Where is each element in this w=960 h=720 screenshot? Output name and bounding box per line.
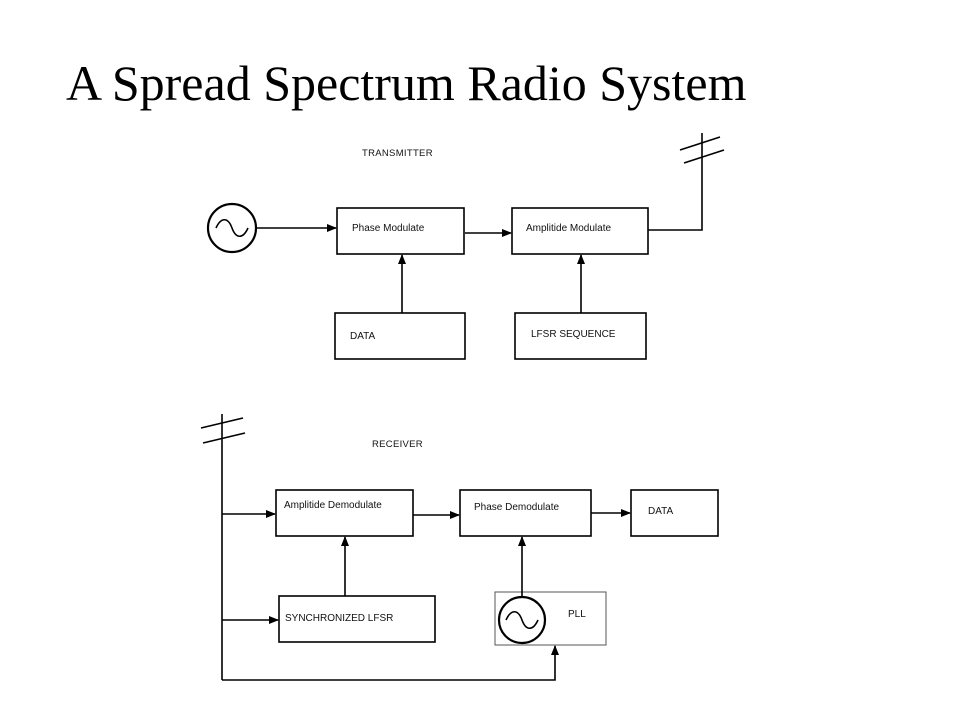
amplitude-modulate-label: Amplitide Modulate <box>526 223 611 234</box>
phase-modulate-label: Phase Modulate <box>352 223 425 234</box>
pll-label: PLL <box>568 609 586 620</box>
amplitude-demodulate-label: Amplitide Demodulate <box>284 500 382 511</box>
pll-block: PLL <box>494 591 607 646</box>
amplitude-demodulate-block: Amplitide Demodulate <box>275 489 414 537</box>
sine-wave-icon <box>215 218 249 238</box>
transmitter-label: TRANSMITTER <box>362 148 433 159</box>
phase-demodulate-label: Phase Demodulate <box>474 502 559 513</box>
synchronized-lfsr-label: SYNCHRONIZED LFSR <box>285 613 393 624</box>
carrier-oscillator <box>206 202 258 254</box>
phase-demodulate-block: Phase Demodulate <box>459 489 592 537</box>
rx-data-block: DATA <box>630 489 719 537</box>
page-title: A Spread Spectrum Radio System <box>66 55 747 111</box>
synchronized-lfsr-block: SYNCHRONIZED LFSR <box>278 595 436 643</box>
tx-data-label: DATA <box>350 331 376 342</box>
pll-sine-wave-icon <box>505 610 539 630</box>
antenna-to-pll-arrow <box>222 645 559 681</box>
lfsr-sequence-label: LFSR SEQUENCE <box>531 329 616 340</box>
amplitude-modulate-block: Amplitide Modulate <box>511 207 649 255</box>
receiver-label: RECEIVER <box>372 439 423 450</box>
phase-modulate-block: Phase Modulate <box>336 207 465 255</box>
tx-antenna-feed <box>648 133 703 231</box>
lfsr-sequence-block: LFSR SEQUENCE <box>514 312 647 360</box>
rx-antenna-icon <box>200 417 246 444</box>
tx-antenna-icon <box>679 136 725 164</box>
rx-data-label: DATA <box>648 506 674 517</box>
tx-data-block: DATA <box>334 312 466 360</box>
